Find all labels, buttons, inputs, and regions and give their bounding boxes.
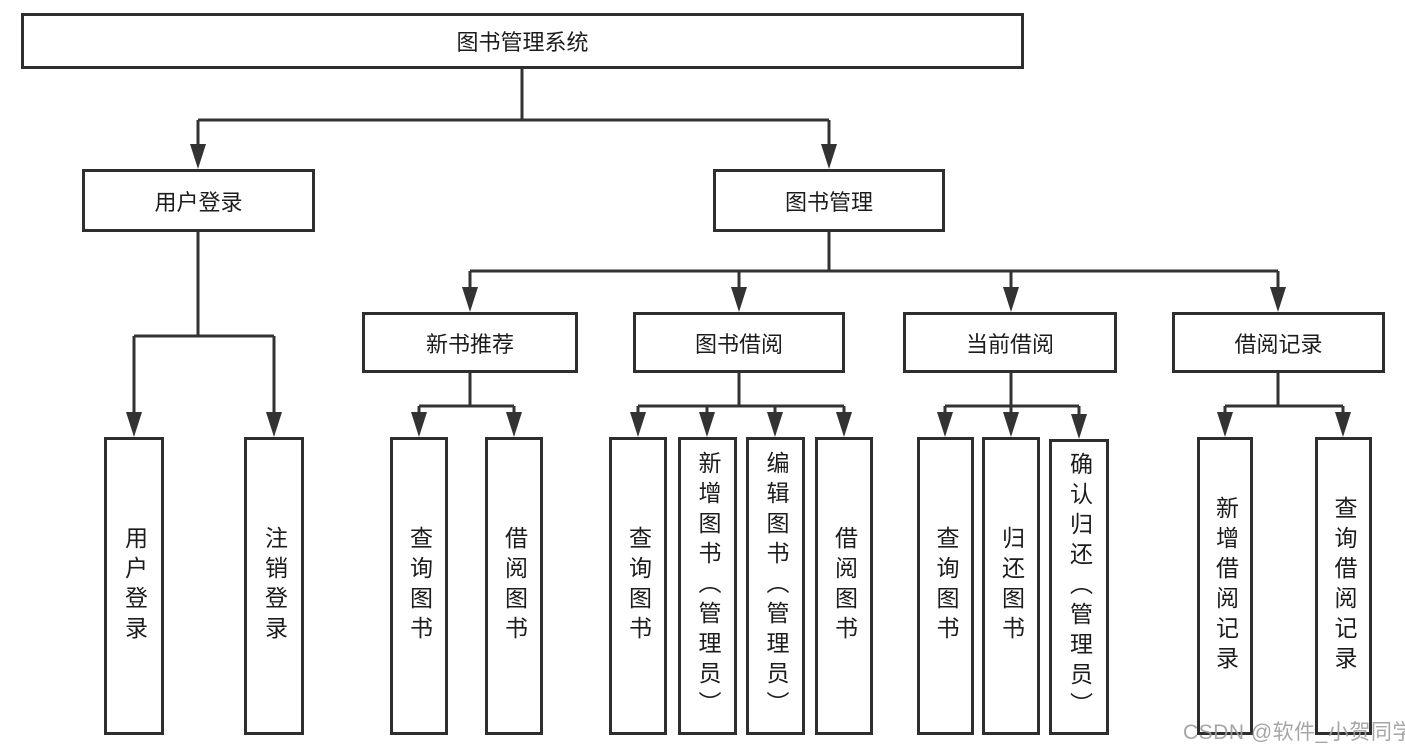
leaf-user-login: 用户登录	[104, 437, 164, 735]
leaf-logout: 注销登录	[244, 437, 304, 735]
arrowheads	[126, 144, 1351, 439]
node-root-label: 图书管理系统	[456, 30, 589, 55]
node-user-login-label: 用户登录	[154, 189, 243, 215]
leaf-user-login-label: 用户登录	[121, 526, 148, 646]
leaf-recommend-borrow-book-label: 借阅图书	[501, 526, 528, 646]
node-borrow-records-label: 借阅记录	[1234, 331, 1323, 357]
node-book-borrow: 图书借阅	[633, 312, 845, 373]
node-root: 图书管理系统	[21, 13, 1024, 69]
leaf-recommend-query-book-label: 查询图书	[406, 526, 433, 646]
leaf-add-borrow-record-label: 新增借阅记录	[1212, 496, 1239, 676]
node-current-borrow-label: 当前借阅	[965, 331, 1054, 357]
leaf-borrow-book: 借阅图书	[815, 437, 873, 735]
leaf-edit-book-admin: 编辑图书（管理员）	[746, 437, 805, 735]
leaf-return-book: 归还图书	[982, 437, 1040, 735]
node-user-login: 用户登录	[82, 169, 315, 232]
leaf-return-book-label: 归还图书	[998, 526, 1025, 646]
leaf-logout-label: 注销登录	[261, 526, 288, 646]
leaf-borrow-query-book-label: 查询图书	[625, 526, 652, 646]
leaf-current-query-book-label: 查询图书	[933, 526, 959, 646]
node-book-management-label: 图书管理	[784, 189, 873, 215]
leaf-query-borrow-record-label: 查询借阅记录	[1331, 496, 1357, 676]
leaf-query-borrow-record: 查询借阅记录	[1315, 437, 1372, 735]
leaf-recommend-query-book: 查询图书	[390, 437, 448, 735]
node-new-book-recommend-label: 新书推荐	[425, 331, 514, 357]
leaf-recommend-borrow-book: 借阅图书	[485, 437, 543, 735]
node-borrow-records: 借阅记录	[1172, 312, 1385, 373]
leaf-add-book-admin-label: 新增图书（管理员）	[695, 451, 721, 721]
leaf-add-borrow-record: 新增借阅记录	[1197, 437, 1253, 735]
leaf-current-query-book: 查询图书	[917, 437, 974, 735]
node-new-book-recommend: 新书推荐	[362, 312, 578, 373]
node-current-borrow: 当前借阅	[903, 312, 1117, 373]
node-book-management: 图书管理	[713, 169, 945, 232]
leaf-borrow-book-label: 借阅图书	[831, 526, 858, 646]
leaf-confirm-return-admin-label: 确认归还（管理员）	[1066, 452, 1093, 722]
leaf-borrow-query-book: 查询图书	[609, 437, 667, 735]
leaf-add-book-admin: 新增图书（管理员）	[678, 437, 737, 735]
leaf-edit-book-admin-label: 编辑图书（管理员）	[763, 451, 789, 721]
node-book-borrow-label: 图书借阅	[694, 331, 783, 357]
csdn-watermark: CSDN @软件_小贺同学	[1183, 721, 1405, 744]
leaf-confirm-return-admin: 确认归还（管理员）	[1049, 439, 1109, 735]
